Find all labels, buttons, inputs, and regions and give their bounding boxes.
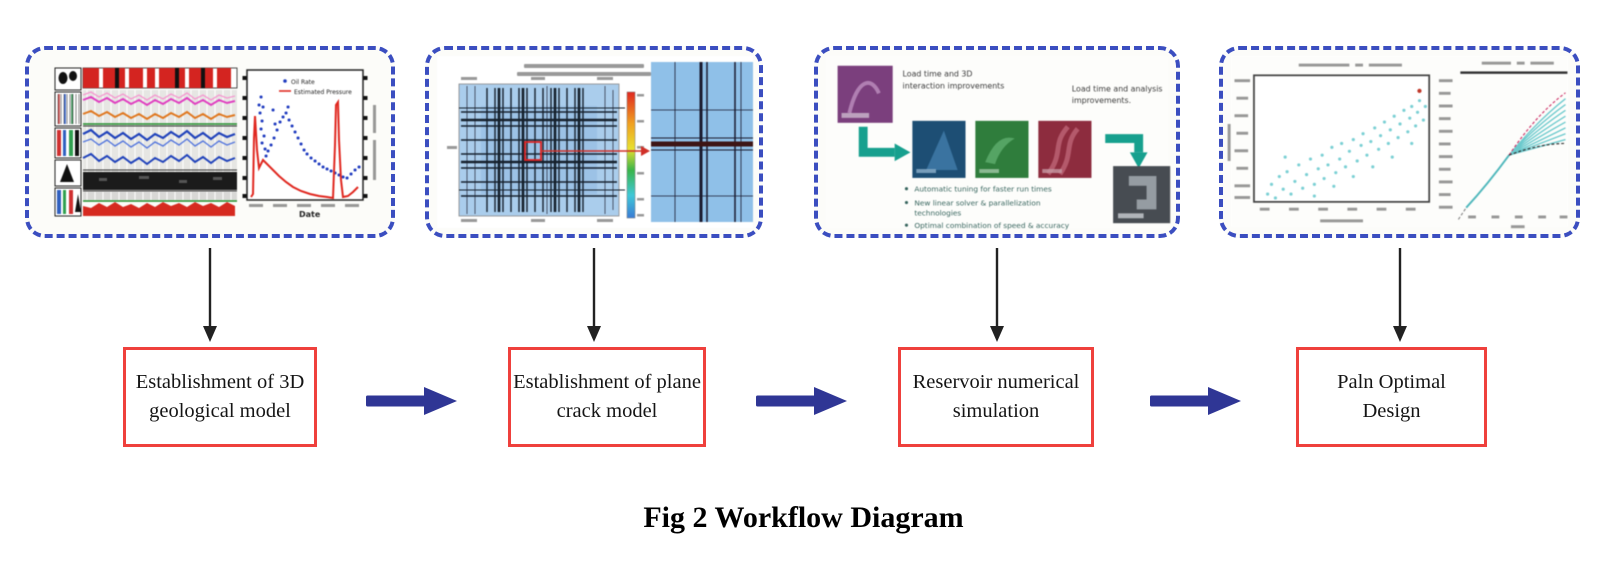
x-axis-label-placeholder: [1510, 225, 1525, 229]
caption-right-line2: improvements.: [1072, 96, 1131, 105]
panel-3d-geological-model: Oil Rate Estimated Pressure Date: [25, 46, 395, 238]
teal-elbow-arrow-right-down-icon: [1105, 134, 1148, 169]
software-tile-darkred: [1038, 120, 1092, 178]
scatter-chart: [1227, 63, 1431, 223]
software-tile-purple: [837, 65, 893, 123]
fracture-grid-thumbnail: [437, 56, 753, 228]
step-label-line: crack model: [556, 400, 658, 422]
colorbar: [626, 91, 644, 219]
software-tile-gray: [1113, 166, 1171, 224]
grid-model-plot: [447, 77, 625, 222]
down-arrow-icon: [1393, 248, 1407, 342]
bullet-1: Automatic tuning for faster run times: [914, 185, 1052, 194]
y-axis-label-placeholder: [373, 105, 376, 133]
fan-chart: [1438, 61, 1568, 229]
bullet-list: Automatic tuning for faster run times Ne…: [904, 185, 1070, 230]
step-label-line: Establishment of 3D: [135, 370, 305, 393]
step-label-line: Establishment of plane: [513, 370, 701, 393]
chart-title-placeholder: [1298, 63, 1350, 67]
caption-right-line1: Load time and analysis: [1072, 84, 1163, 93]
well-log-and-rate-chart-thumbnail: Oil Rate Estimated Pressure Date: [54, 67, 376, 219]
down-arrow-icon: [203, 248, 217, 342]
x-axis-label-placeholder: [1320, 219, 1363, 223]
x-axis-label: Date: [299, 210, 321, 219]
down-arrow-icon: [990, 248, 1004, 342]
teal-elbow-arrow-down-right-icon: [858, 126, 911, 162]
legend-estimated-pressure: Estimated Pressure: [294, 89, 352, 96]
step-box-plan-optimal-design: Paln Optimal Design: [1296, 347, 1487, 447]
bullet-2-line1: New linear solver & parallelization: [914, 198, 1040, 207]
software-tile-blue: [912, 120, 966, 178]
legend-oil-rate: Oil Rate: [291, 79, 315, 86]
step-label-line: Design: [1362, 400, 1421, 422]
caption-left-line2: interaction improvements: [903, 81, 1005, 90]
oil-rate-legend-marker-icon: [283, 79, 287, 83]
step-box-plane-crack-model: Establishment of plane crack model: [508, 347, 706, 447]
step-label-line: Paln Optimal: [1337, 370, 1446, 393]
figure-caption: Fig 2 Workflow Diagram: [643, 501, 964, 534]
zoomed-fracture-view: [651, 62, 753, 222]
panel-plane-crack-model: [425, 46, 763, 238]
plot-title-placeholder: [524, 64, 644, 68]
production-history-chart: Oil Rate Estimated Pressure Date: [242, 69, 376, 219]
flow-arrow-right-icon: [1150, 387, 1241, 415]
step-label-line: geological model: [149, 400, 291, 422]
bullet-2-line2: technologies: [914, 208, 961, 217]
flow-arrow-right-icon: [366, 387, 457, 415]
red-callout: [524, 141, 650, 161]
simulator-slide-thumbnail: Load time and 3D interaction improvement…: [825, 55, 1171, 230]
panel-reservoir-simulation: Load time and 3D interaction improvement…: [814, 46, 1180, 238]
step-box-reservoir-simulation: Reservoir numerical simulation: [898, 347, 1094, 447]
bullet-3: Optimal combination of speed & accuracy: [914, 221, 1069, 230]
down-arrow-icon: [587, 248, 601, 342]
well-log-display: [54, 67, 238, 217]
caption-left-line1: Load time and 3D: [903, 70, 973, 79]
flow-arrow-right-icon: [756, 387, 847, 415]
step-box-3d-geological-model: Establishment of 3D geological model: [123, 347, 317, 447]
optimization-charts-thumbnail: [1227, 55, 1569, 229]
software-tile-green: [975, 120, 1029, 178]
step-label-line: simulation: [952, 400, 1040, 422]
step-label-line: Reservoir numerical: [912, 370, 1080, 393]
panel-plan-optimal-design: [1219, 46, 1580, 238]
